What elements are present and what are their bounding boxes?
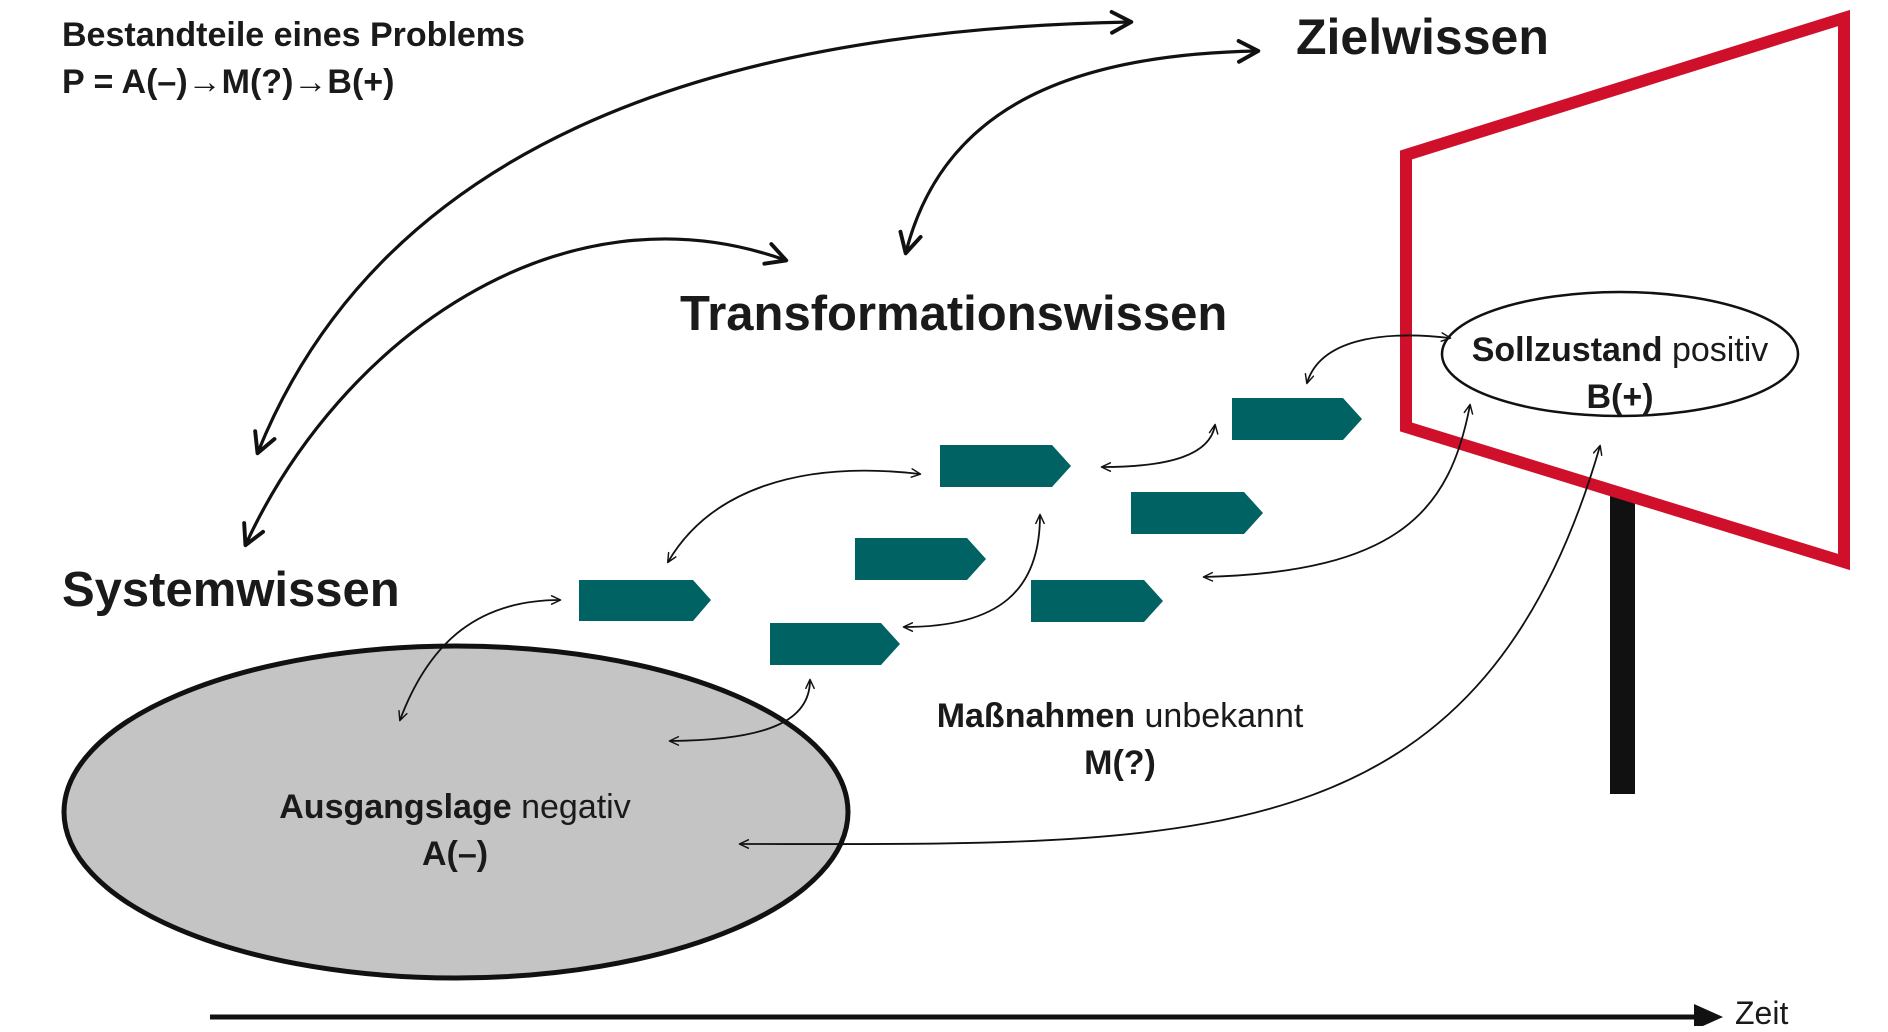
measure-arrow-3 <box>855 538 986 580</box>
measures-quality: unbekannt <box>1144 697 1304 735</box>
problem-formula: P = A(–)→M(?)→B(+) <box>62 63 395 101</box>
connector-measure4-measure7 <box>1100 423 1219 472</box>
measure-arrows <box>579 398 1362 665</box>
diagram-title: Bestandteile eines Problems <box>62 16 525 54</box>
transformation-knowledge-label: Transformationswissen <box>680 287 1228 341</box>
measure-arrow-1 <box>579 580 711 621</box>
start-state-symbol: A(–) <box>421 835 489 873</box>
measures-symbol: M(?) <box>1084 744 1156 782</box>
target-state-name: Sollzustand <box>1471 331 1663 369</box>
connector-start-measure1 <box>398 595 562 722</box>
target-state-symbol: B(+) <box>1586 378 1654 416</box>
time-axis-arrowhead <box>1694 1004 1723 1026</box>
measure-arrow-7 <box>1232 398 1362 440</box>
target-board-frame <box>1400 9 1850 571</box>
measures-label: Maßnahmen unbekannt M(?) <box>880 693 1360 787</box>
measure-arrow-4 <box>940 445 1071 487</box>
diagram-title-block: Bestandteile eines Problems P = A(–)→M(?… <box>62 12 525 106</box>
connector-measure7-target <box>1304 332 1452 385</box>
measure-arrow-6 <box>1131 492 1263 534</box>
time-axis-label: Zeit <box>1735 995 1789 1031</box>
measure-arrow-5 <box>1031 580 1163 622</box>
start-state-name: Ausgangslage <box>279 788 512 826</box>
start-state-label: Ausgangslage negativ A(–) <box>230 784 680 878</box>
start-state-quality: negativ <box>521 788 631 826</box>
target-state-quality: positiv <box>1671 331 1769 369</box>
connector-start-target <box>738 444 1603 849</box>
goal-knowledge-label: Zielwissen <box>1296 9 1549 65</box>
measure-arrow-2 <box>770 623 900 665</box>
target-state-label: Sollzustand positiv B(+) <box>1440 327 1800 421</box>
arrow-trans-goal <box>898 39 1261 256</box>
measures-name: Maßnahmen <box>936 697 1136 735</box>
system-knowledge-label: Systemwissen <box>62 563 400 617</box>
board-pole <box>1610 492 1635 794</box>
arrow-system-trans <box>242 237 789 548</box>
